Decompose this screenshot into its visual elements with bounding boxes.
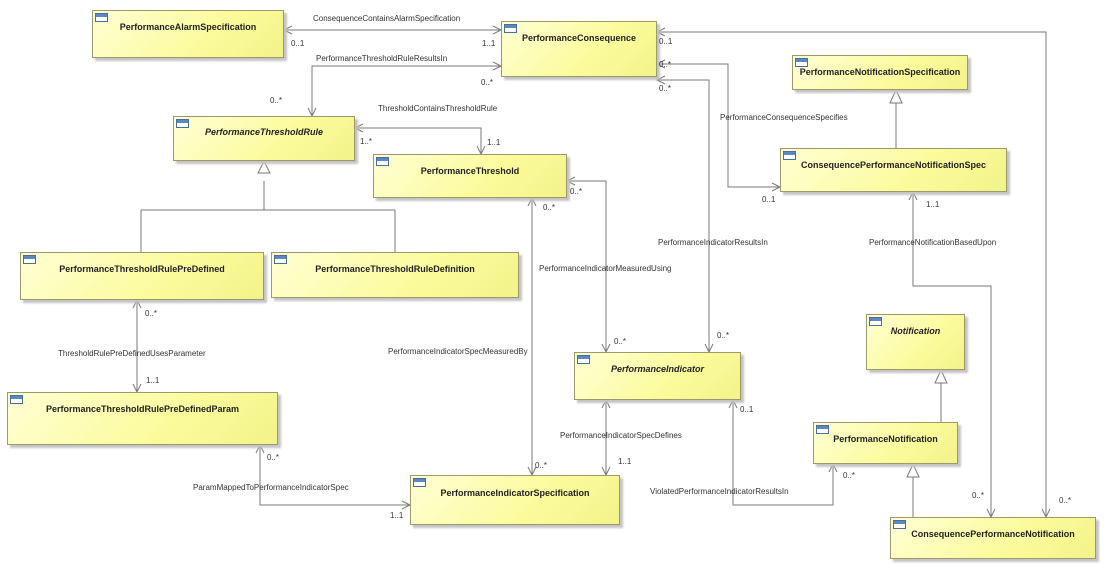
assoc-label: PerformanceIndicatorSpecMeasuredBy <box>388 347 528 356</box>
class-title: Notification <box>890 326 941 336</box>
multiplicity: 0..* <box>659 60 672 69</box>
assoc-label: PerformanceThresholdRuleResultsIn <box>316 54 448 63</box>
multiplicity: 1..1 <box>618 457 632 466</box>
class-icon <box>795 58 808 67</box>
class-performance-notification[interactable]: PerformanceNotification <box>813 422 958 464</box>
assoc-label: ThresholdContainsThresholdRule <box>378 104 498 113</box>
assoc-violated-results-in <box>732 400 834 506</box>
class-icon <box>577 355 590 364</box>
class-icon <box>413 478 426 487</box>
class-icon <box>274 255 287 264</box>
class-title: ConsequencePerformanceNotificationSpec <box>800 160 987 170</box>
multiplicity: 0..* <box>481 78 494 87</box>
class-title: PerformanceNotificationSpecification <box>799 67 961 77</box>
class-icon <box>23 255 36 264</box>
assoc-consequence-specifies <box>657 63 780 188</box>
class-consequence-performance-notification-spec[interactable]: ConsequencePerformanceNotificationSpec <box>780 148 1007 192</box>
multiplicity: 0..1 <box>740 405 754 414</box>
assoc-label: ViolatedPerformanceIndicatorResultsIn <box>650 487 789 496</box>
class-title: PerformanceThresholdRulePreDefined <box>59 264 225 274</box>
class-title: ConsequencePerformanceNotification <box>911 529 1075 539</box>
class-icon <box>376 157 389 166</box>
class-performance-threshold-rule-definition[interactable]: PerformanceThresholdRuleDefinition <box>271 252 519 298</box>
multiplicity: 0..* <box>717 331 730 340</box>
assoc-label: PerformanceIndicatorSpecDefines <box>560 431 682 440</box>
class-icon <box>10 395 23 404</box>
class-performance-threshold-rule[interactable]: PerformanceThresholdRule <box>173 116 355 161</box>
multiplicity: 0..* <box>843 471 856 480</box>
assoc-label: PerformanceIndicatorMeasuredUsing <box>539 264 672 273</box>
multiplicity: 0..* <box>570 187 583 196</box>
class-performance-threshold-rule-pre-defined-param[interactable]: PerformanceThresholdRulePreDefinedParam <box>7 392 278 445</box>
assoc-label: ParamMappedToPerformanceIndicatorSpec <box>193 483 349 492</box>
class-title: PerformanceIndicator <box>610 364 705 374</box>
class-performance-threshold[interactable]: PerformanceThreshold <box>373 154 567 198</box>
multiplicity: 0..1 <box>659 37 673 46</box>
class-icon <box>893 520 906 529</box>
assoc-threshold-contains-rule <box>355 127 482 154</box>
class-performance-indicator-specification[interactable]: PerformanceIndicatorSpecification <box>410 475 620 525</box>
multiplicity: 0..* <box>543 203 556 212</box>
multiplicity: 1..1 <box>146 376 160 385</box>
assoc-rule-results-in <box>311 65 501 116</box>
class-icon <box>783 151 796 160</box>
multiplicity: 1..1 <box>390 511 404 520</box>
class-title: PerformanceThresholdRulePreDefinedParam <box>45 404 240 414</box>
class-performance-alarm-specification[interactable]: PerformanceAlarmSpecification <box>92 10 284 58</box>
class-title: PerformanceNotification <box>833 434 938 444</box>
class-icon <box>869 317 882 326</box>
class-performance-notification-specification[interactable]: PerformanceNotificationSpecification <box>792 55 968 90</box>
multiplicity: 0..* <box>145 309 158 318</box>
class-icon <box>176 119 189 128</box>
multiplicity: 0..* <box>614 337 627 346</box>
assoc-label: PerformanceNotificationBasedUpon <box>869 238 997 247</box>
class-title: PerformanceAlarmSpecification <box>119 22 257 32</box>
class-title: PerformanceThresholdRule <box>204 127 324 137</box>
class-consequence-performance-notification[interactable]: ConsequencePerformanceNotification <box>890 517 1096 559</box>
assoc-indicator-results-in <box>657 79 710 352</box>
multiplicity: 1..1 <box>487 138 501 147</box>
multiplicity: 0..* <box>535 461 548 470</box>
assoc-notification-based-upon <box>912 192 992 517</box>
class-title: PerformanceThreshold <box>420 166 520 176</box>
assoc-label: PerformanceConsequenceSpecifies <box>720 113 848 122</box>
assoc-label: ThresholdRulePreDefinedUsesParameter <box>58 349 206 358</box>
multiplicity: 0..1 <box>762 195 776 204</box>
assoc-indicator-measured-using <box>567 180 607 352</box>
multiplicity: 1..1 <box>482 39 496 48</box>
class-icon <box>816 425 829 434</box>
multiplicity: 0..1 <box>291 39 305 48</box>
multiplicity: 0..* <box>1059 496 1072 505</box>
assoc-param-mapped <box>259 445 410 506</box>
assoc-label: PerformanceIndicatorResultsIn <box>658 238 768 247</box>
class-title: PerformanceThresholdRuleDefinition <box>315 264 475 274</box>
multiplicity: 0..* <box>270 96 283 105</box>
class-performance-indicator[interactable]: PerformanceIndicator <box>574 352 741 400</box>
multiplicity: 1..* <box>360 137 373 146</box>
class-notification[interactable]: Notification <box>866 314 965 370</box>
multiplicity: 1..1 <box>926 200 940 209</box>
class-title: PerformanceIndicatorSpecification <box>440 488 590 498</box>
multiplicity: 0..* <box>267 453 280 462</box>
multiplicity: 0..* <box>972 491 985 500</box>
multiplicity: 0..* <box>659 84 672 93</box>
class-icon <box>95 13 108 22</box>
class-performance-consequence[interactable]: PerformanceConsequence <box>501 21 657 77</box>
assoc-label: ConsequenceContainsAlarmSpecification <box>313 14 461 23</box>
class-icon <box>504 24 517 33</box>
class-performance-threshold-rule-pre-defined[interactable]: PerformanceThresholdRulePreDefined <box>20 252 264 300</box>
class-title: PerformanceConsequence <box>521 33 637 43</box>
assoc-consequence-cpn <box>657 31 1047 517</box>
